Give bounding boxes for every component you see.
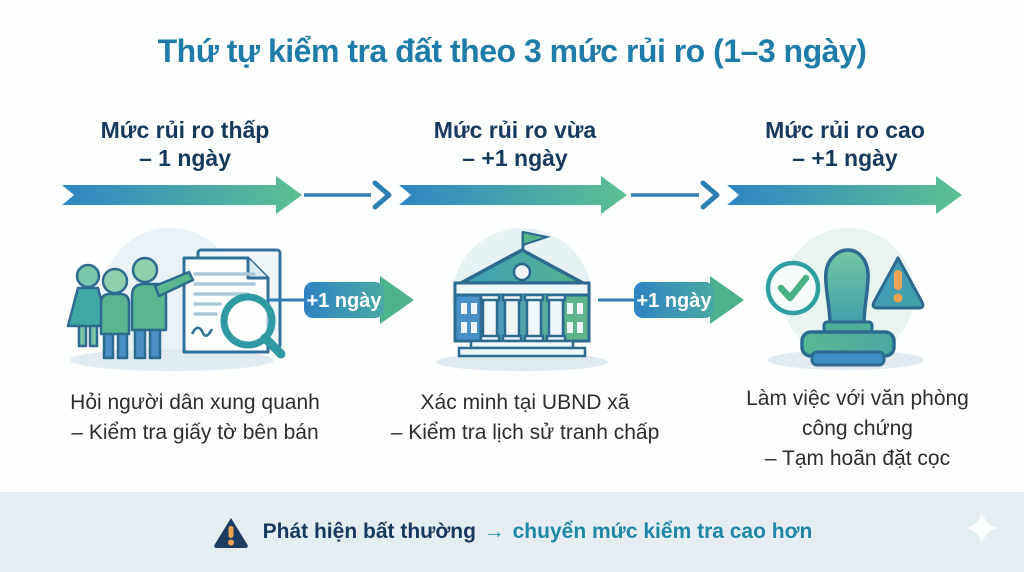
plus-one-day-badge: +1 ngày <box>598 276 744 324</box>
risk-level-header-medium: Mức rủi ro vừa – +1 ngày <box>390 116 640 172</box>
timeline-arrow-segment-1 <box>62 176 302 214</box>
alert-text: Phát hiện bất thường <box>262 520 476 543</box>
caption-line: công chứng <box>802 417 913 440</box>
caption-line: – Tạm hoãn đặt cọc <box>764 447 951 470</box>
badge-label: +1 ngày <box>636 290 712 312</box>
step-caption-low-risk: Hỏi người dân xung quanh – Kiểm tra giấy… <box>28 388 362 448</box>
header-line: – 1 ngày <box>138 145 232 171</box>
building-entablature <box>453 281 591 297</box>
chevron-right-icon <box>372 180 392 210</box>
caption-line: Xác minh tại UBND xã <box>420 391 630 414</box>
warning-triangle-icon <box>213 518 248 548</box>
step-caption-high-risk: Làm việc với văn phòng công chứng – Tạm … <box>695 384 1020 474</box>
badge-arrowhead-icon <box>710 276 744 324</box>
signature-squiggle <box>190 326 214 337</box>
plus-one-day-badge: +1 ngày <box>268 276 414 324</box>
magnifier-icon <box>220 293 286 359</box>
people-asking-and-documents-illustration <box>66 228 286 371</box>
badge-body <box>634 282 714 318</box>
people-group-icon <box>66 256 195 360</box>
caption-line: – Kiểm tra lịch sử tranh chấp <box>390 421 660 444</box>
timeline-arrow-segment-3 <box>727 176 962 214</box>
caption-line: Làm việc với văn phòng <box>746 387 969 410</box>
pediment-window <box>512 262 532 282</box>
document-text-lines <box>193 272 256 316</box>
step-caption-medium-risk: Xác minh tại UBND xã – Kiểm tra lịch sử … <box>358 388 692 448</box>
building-left-wing <box>453 293 483 343</box>
arrow-right-icon: → <box>483 520 505 543</box>
wing-windows <box>461 303 583 333</box>
building-columns <box>479 293 567 343</box>
page-title: Thứ tự kiểm tra đất theo 3 mức rủi ro (1… <box>157 33 867 69</box>
stamp-icon <box>800 248 896 367</box>
government-building-illustration <box>436 228 608 371</box>
header-line: Mức rủi ro vừa <box>433 117 597 143</box>
building-right-wing <box>561 293 591 343</box>
ground-shadow <box>436 353 608 371</box>
chevron-right-icon <box>700 180 720 210</box>
building-base <box>457 346 587 358</box>
badge-arrowhead-icon <box>380 276 414 324</box>
timeline-arrow-segment-2 <box>399 176 627 214</box>
footer-alert-bar: Phát hiện bất thường → chuyển mức kiểm t… <box>0 492 1024 572</box>
badge-body <box>304 282 384 318</box>
check-circle-icon <box>765 260 821 316</box>
header-line: – +1 ngày <box>462 145 568 171</box>
stamp-check-warning-illustration <box>765 228 925 370</box>
header-line: Mức rủi ro thấp <box>100 117 270 143</box>
header-line: Mức rủi ro cao <box>765 117 925 143</box>
warning-triangle-icon <box>871 256 925 310</box>
caption-line: Hỏi người dân xung quanh <box>70 391 320 414</box>
timeline-arrow <box>62 176 962 214</box>
sparkle-icon <box>965 511 999 545</box>
caption-line: – Kiểm tra giấy tờ bên bán <box>71 421 319 444</box>
action-text: chuyển mức kiểm tra cao hơn <box>512 520 813 543</box>
footer-alert-text: Phát hiện bất thường → chuyển mức kiểm t… <box>263 520 813 544</box>
risk-level-header-high: Mức rủi ro cao – +1 ngày <box>710 116 980 172</box>
header-line: – +1 ngày <box>792 145 898 171</box>
risk-level-header-low: Mức rủi ro thấp – 1 ngày <box>40 116 330 172</box>
badge-label: +1 ngày <box>306 290 382 312</box>
